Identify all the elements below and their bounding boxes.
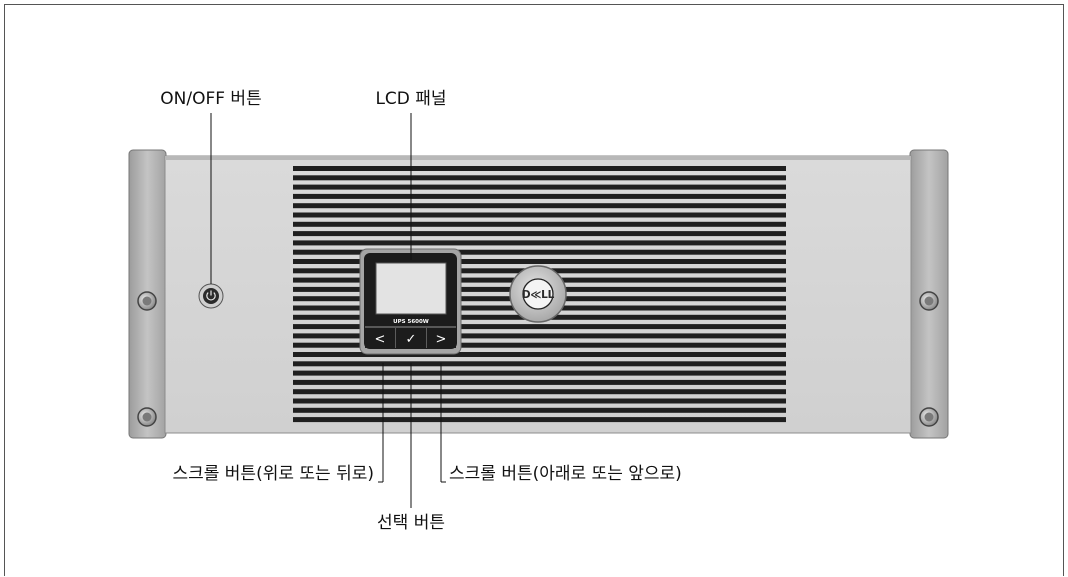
vent-slot [293,370,786,376]
vent-slot [293,361,786,367]
callout-lines [210,113,446,508]
vent-slot [293,231,786,237]
vent-slot [293,212,786,218]
vent-slot [293,398,786,404]
vent-slot [293,221,786,227]
rack-screw-top-right [919,291,939,311]
scroll-up-button[interactable]: < [365,328,395,348]
select-button[interactable]: ✓ [396,328,426,348]
chevron-right-icon: > [436,332,447,347]
power-button[interactable] [198,283,224,309]
lcd-screen [375,262,447,315]
vent-slot [293,259,786,264]
checkmark-icon: ✓ [406,332,417,347]
vent-slot [293,166,786,171]
vent-slot [293,352,786,357]
dell-logo-text: D≪LL [522,289,555,301]
power-icon [206,290,216,301]
lcd-panel-label: LCD 패널 [375,89,446,109]
vent-slot [293,240,786,246]
vent-slot [293,175,786,181]
vent-slot [293,407,786,413]
vent-slot [293,193,786,199]
dell-logo-badge: D≪LL [509,265,567,323]
vent-slot [293,342,786,348]
vent-slot [293,333,786,339]
scroll-up-label: 스크롤 버튼(위로 또는 뒤로) [172,464,374,484]
select-button-label: 선택 버튼 [377,513,445,533]
vent-slot [293,324,786,330]
vent-slot [293,249,786,255]
lcd-control-panel: UPS 5600W < ✓ > [359,248,462,355]
rack-screw-bottom-left [137,407,157,427]
vent-slot [293,379,786,385]
vent-slot [293,417,786,423]
rack-screw-bottom-right [919,407,939,427]
model-label: UPS 5600W [393,319,429,325]
vent-slot [293,184,786,190]
scroll-down-label: 스크롤 버튼(아래로 또는 앞으로) [449,464,682,484]
chevron-left-icon: < [375,332,386,347]
scroll-down-button[interactable]: > [427,328,456,348]
vent-slot [293,203,786,209]
rack-screw-top-left [137,291,157,311]
power-button-label: ON/OFF 버튼 [160,89,261,109]
vent-slot [293,389,786,395]
